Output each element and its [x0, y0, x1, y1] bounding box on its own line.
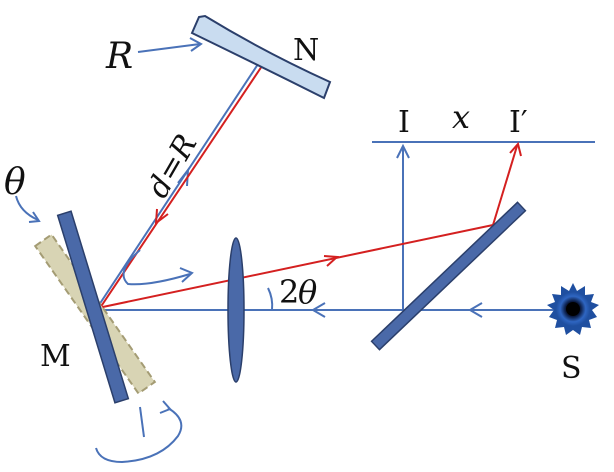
label-R: R — [105, 36, 133, 77]
arrow-to-I — [396, 143, 410, 159]
mirror-M — [56, 210, 130, 404]
light-source-S — [547, 283, 599, 335]
label-2theta: θ — [298, 273, 317, 311]
theta-pointer-head — [28, 211, 41, 223]
rotation-arrow-head — [159, 400, 172, 414]
blue-arrow-up — [177, 166, 190, 187]
R-pointer-head — [189, 37, 203, 52]
arrow-to-I-prime — [509, 141, 522, 157]
beam-arrow-right — [468, 302, 483, 318]
angle-arc — [267, 287, 274, 311]
R-pointer — [137, 43, 201, 53]
label-I-prime: I′ — [509, 105, 528, 140]
label-S: S — [561, 351, 582, 386]
red-beam-M-splitter — [97, 224, 494, 309]
beam-splitter-fill — [372, 203, 525, 349]
label-2: 2 — [279, 273, 299, 311]
label-M: M — [40, 339, 71, 374]
lens — [227, 237, 245, 383]
label-x: x — [452, 98, 470, 136]
label-theta: θ — [4, 162, 26, 203]
label-I: I — [398, 105, 410, 140]
red-beam-to-I-prime — [492, 145, 518, 226]
red-beam-N-M — [99, 56, 269, 309]
red-arrow-down — [154, 208, 169, 226]
theta-pointer — [15, 195, 39, 221]
red-arrow-right — [323, 255, 340, 267]
blue-beam-M-N — [96, 54, 265, 309]
label-N: N — [293, 33, 319, 68]
beam-arrow-left — [311, 302, 326, 318]
concave-mirror-N — [190, 14, 332, 100]
curve-arrow-2theta — [122, 249, 191, 286]
curve-arrow-head — [179, 267, 194, 283]
rotation-arrow — [95, 407, 183, 464]
rotation-axis — [139, 406, 145, 438]
